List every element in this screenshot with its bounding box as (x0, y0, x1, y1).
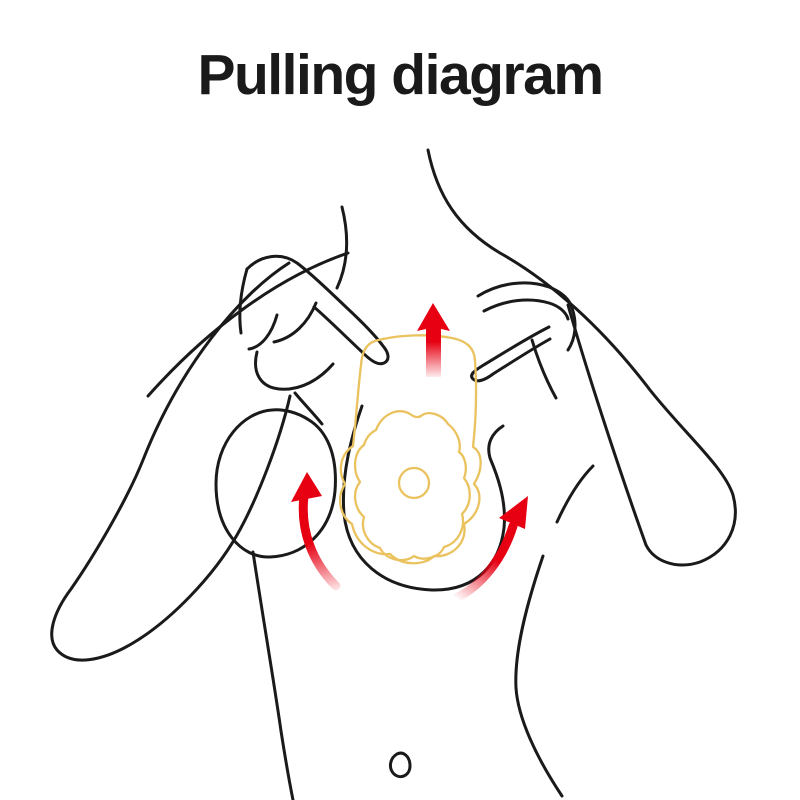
left-curved-arrow-icon (291, 472, 341, 591)
left-shoulder-line (146, 251, 350, 398)
navel (388, 751, 412, 779)
right-hand-index-finger (470, 325, 552, 383)
right-forearm-inner-line (566, 303, 648, 547)
under-chest-curve (341, 404, 506, 592)
page-title: Pulling diagram (197, 43, 604, 107)
center-up-arrow-icon (417, 303, 450, 377)
right-hand-palm-curve (530, 338, 558, 400)
left-breast-outline (214, 408, 337, 559)
left-hand (238, 254, 390, 391)
right-hand-curled-finger-2 (482, 298, 570, 321)
right-curved-arrow-icon (453, 496, 528, 602)
right-hand-curled-finger-1 (476, 281, 574, 310)
right-body-side (514, 554, 564, 798)
left-hand-curled-finger-2 (247, 313, 279, 351)
left-hand-curled-finger-1 (272, 301, 318, 344)
patch-nipple-hole (397, 466, 431, 500)
body-outline (50, 148, 737, 800)
left-hand-thumb (254, 350, 335, 391)
left-hand-index-finger (245, 254, 390, 366)
left-body-side (251, 550, 295, 800)
left-wrist-inner-line (293, 391, 324, 426)
chest-patch (338, 334, 482, 565)
neck-shoulder-arm-right (426, 148, 737, 567)
patch-inner-flower-outline (353, 410, 471, 562)
left-wrist-edge (238, 267, 249, 335)
left-arm-outline (50, 261, 292, 662)
right-hand (470, 281, 577, 400)
chin-neck-line-left (335, 205, 349, 290)
right-armpit-fold (555, 464, 595, 524)
right-hand-knuckle-side (566, 306, 577, 352)
pull-arrows (291, 303, 528, 602)
